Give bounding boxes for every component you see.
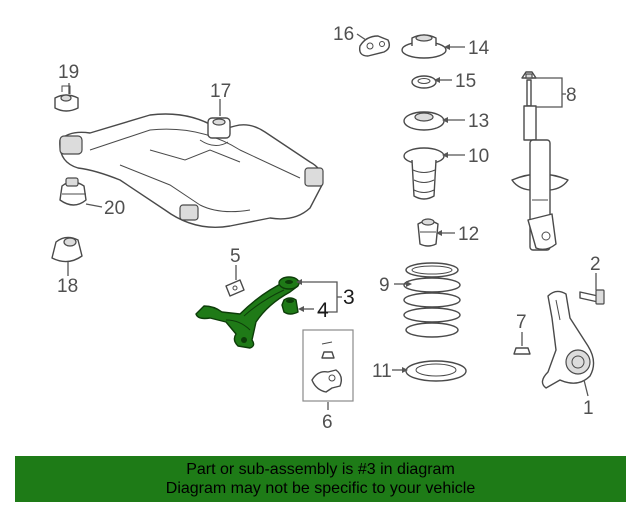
strut-mount-14-part[interactable] <box>401 34 447 59</box>
parts-diagram: 19 17 20 18 16 14 15 13 10 12 8 9 11 3 4… <box>51 24 605 433</box>
spring-seat-13-part[interactable] <box>403 111 445 131</box>
mount-20-part[interactable] <box>59 177 87 206</box>
crossmember-mount-part[interactable] <box>207 117 231 139</box>
callout-5: 5 <box>230 246 241 267</box>
bracket-16-part[interactable] <box>358 35 391 57</box>
callout-10: 10 <box>468 146 489 167</box>
bumper-12-part[interactable] <box>417 218 439 247</box>
callout-20: 20 <box>104 198 125 219</box>
callout-labels: 19 17 20 18 16 14 15 13 10 12 8 9 11 3 4… <box>57 24 601 433</box>
spring-insulator-11-part[interactable] <box>405 360 467 382</box>
crossmember-part[interactable] <box>59 113 324 228</box>
callout-14: 14 <box>468 38 490 59</box>
callout-13: 13 <box>468 111 489 132</box>
mount-19-part[interactable] <box>54 85 79 112</box>
bearing-15-part[interactable] <box>411 75 437 89</box>
callout-12: 12 <box>458 224 479 245</box>
ball-joint-6-part[interactable] <box>302 329 354 402</box>
strut-8-part[interactable] <box>511 71 569 251</box>
callout-6: 6 <box>322 412 333 433</box>
coil-spring-9-part[interactable] <box>403 262 461 338</box>
callout-1: 1 <box>583 398 594 419</box>
callout-8: 8 <box>566 85 577 106</box>
callout-9: 9 <box>379 275 390 296</box>
banner-line-2: Diagram may not be specific to your vehi… <box>165 480 476 497</box>
leader-lines <box>67 33 597 410</box>
callout-11: 11 <box>372 361 392 382</box>
callout-19: 19 <box>58 62 79 83</box>
bolt-2-part[interactable] <box>579 289 605 305</box>
nut-7-part[interactable] <box>513 347 531 355</box>
callout-3: 3 <box>343 286 355 309</box>
bushing-4-part[interactable] <box>281 297 299 315</box>
callout-15: 15 <box>455 71 476 92</box>
callout-18: 18 <box>57 276 78 297</box>
banner-line-1: Part or sub-assembly is #3 in diagram <box>186 461 455 478</box>
callout-4: 4 <box>317 299 329 322</box>
bracket-5-part[interactable] <box>225 279 245 297</box>
info-banner: Part or sub-assembly is #3 in diagram Di… <box>15 456 626 502</box>
callout-2: 2 <box>590 254 601 275</box>
callout-7: 7 <box>516 312 527 333</box>
insulator-10-part[interactable] <box>403 147 445 200</box>
callout-17: 17 <box>210 81 231 102</box>
mount-18-part[interactable] <box>51 236 83 270</box>
knuckle-1-part[interactable] <box>541 290 595 389</box>
callout-16: 16 <box>333 24 354 45</box>
